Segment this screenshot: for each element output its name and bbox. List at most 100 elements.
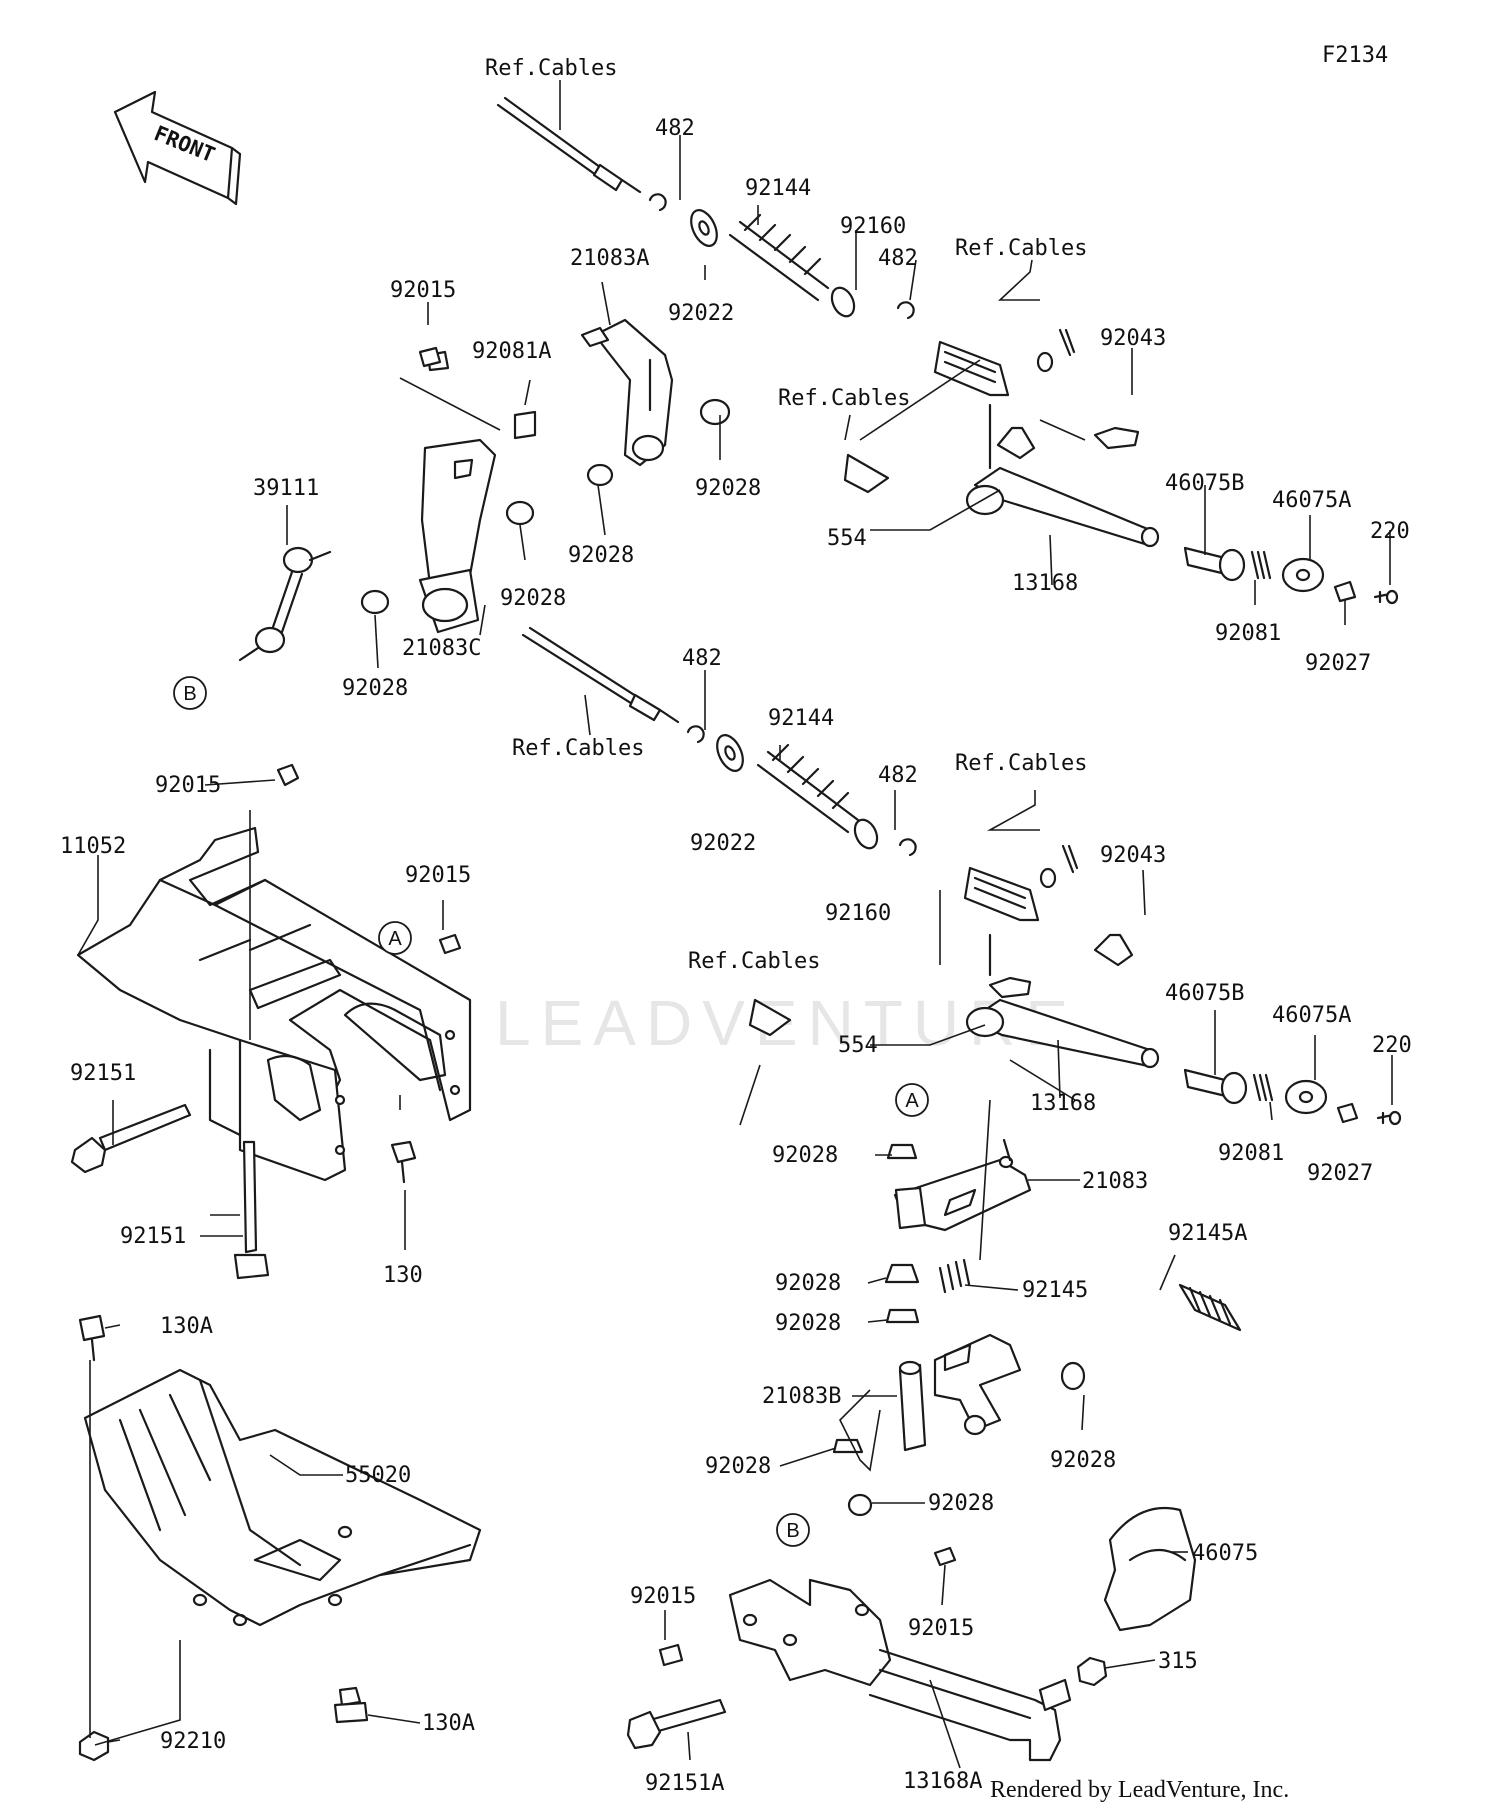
callout-92151a: 92151A (645, 1771, 724, 1796)
callout-92028: 92028 (705, 1454, 771, 1479)
lever-21083a (360, 318, 731, 634)
callout-92081: 92081 (1218, 1141, 1284, 1166)
callout-92015: 92015 (390, 278, 456, 303)
callout-554: 554 (838, 1033, 878, 1058)
callout-220: 220 (1372, 1033, 1412, 1058)
nut-92015 (276, 346, 462, 955)
callout-130: 130 (383, 1263, 423, 1288)
callout-21083b: 21083B (762, 1384, 841, 1409)
bolt-130a-bottom (333, 1686, 369, 1724)
callout-92043: 92043 (1100, 326, 1166, 351)
callout-ref-cables: Ref.Cables (688, 949, 820, 974)
bolt-92151-horizontal (70, 1103, 192, 1174)
callout-92151: 92151 (120, 1224, 186, 1249)
callout-92028: 92028 (500, 586, 566, 611)
callout-92028: 92028 (775, 1271, 841, 1296)
callout-92015: 92015 (405, 863, 471, 888)
ref-marker-b: B (173, 676, 207, 710)
callout-92022: 92022 (668, 301, 734, 326)
callout-482: 482 (878, 763, 918, 788)
ref-marker-a: A (378, 921, 412, 955)
callout-92015: 92015 (908, 1616, 974, 1641)
callout-92210: 92210 (160, 1729, 226, 1754)
callout-46075a: 46075A (1272, 488, 1351, 513)
callout-92151: 92151 (70, 1061, 136, 1086)
callout-92043: 92043 (1100, 843, 1166, 868)
bolt-130a-top (78, 1314, 106, 1362)
callout-46075a: 46075A (1272, 1003, 1351, 1028)
callout-315: 315 (1158, 1649, 1198, 1674)
callout-482: 482 (682, 646, 722, 671)
callout-39111: 39111 (253, 476, 319, 501)
lever-21083 (893, 1138, 1032, 1232)
figure-code: F2134 (1322, 43, 1388, 68)
callout-46075b: 46075B (1165, 981, 1244, 1006)
callout-21083: 21083 (1082, 1169, 1148, 1194)
callout-482: 482 (878, 246, 918, 271)
callout-130a: 130A (422, 1711, 475, 1736)
svg-text:B: B (786, 1520, 799, 1542)
callout-46075: 46075 (1192, 1541, 1258, 1566)
callout-92028: 92028 (342, 676, 408, 701)
nut-92015-lower (658, 1546, 957, 1667)
callout-92144: 92144 (768, 706, 834, 731)
bolt-92151-vertical (233, 1140, 270, 1280)
ref-marker-b: B (776, 1513, 810, 1547)
nut-315 (1076, 1656, 1108, 1687)
callout-ref-cables: Ref.Cables (778, 386, 910, 411)
callout-21083c: 21083C (402, 636, 481, 661)
callout-92015: 92015 (630, 1584, 696, 1609)
callout-92028: 92028 (568, 543, 634, 568)
spring-92145 (938, 1258, 971, 1294)
callout-92027: 92027 (1307, 1161, 1373, 1186)
bolt-92151a (626, 1698, 727, 1750)
callout-92027: 92027 (1305, 651, 1371, 676)
callout-92145a: 92145A (1168, 1221, 1247, 1246)
link-rod-39111 (238, 546, 332, 662)
leader-lines (77, 80, 1393, 1769)
callout-ref-cables: Ref.Cables (955, 751, 1087, 776)
callout-labels: Ref.Cables 482 92144 92160 482 Ref.Cable… (60, 56, 1412, 1796)
svg-text:A: A (905, 1090, 919, 1112)
skid-plate-55020 (83, 1368, 482, 1627)
callout-92028: 92028 (775, 1311, 841, 1336)
callout-92160: 92160 (825, 901, 891, 926)
callout-92028: 92028 (772, 1143, 838, 1168)
callout-92028: 92028 (1050, 1448, 1116, 1473)
front-arrow-icon: FRONT (113, 90, 242, 206)
bushings-92028 (832, 1143, 1086, 1517)
callout-220: 220 (1370, 519, 1410, 544)
svg-text:B: B (183, 683, 196, 705)
upper-cable-assembly (496, 96, 1399, 605)
callout-130a: 130A (160, 1314, 213, 1339)
callout-92022: 92022 (690, 831, 756, 856)
callout-55020: 55020 (345, 1463, 411, 1488)
callout-13168a: 13168A (903, 1769, 982, 1794)
spring-92145a (1178, 1283, 1242, 1332)
svg-text:A: A (388, 928, 402, 950)
pedal-13168a (728, 1578, 1072, 1762)
callout-ref-cables: Ref.Cables (512, 736, 644, 761)
callout-ref-cables: Ref.Cables (485, 56, 617, 81)
reference-markers: B A A B (173, 676, 929, 1547)
callout-482: 482 (655, 116, 695, 141)
callout-13168: 13168 (1030, 1091, 1096, 1116)
callout-11052: 11052 (60, 834, 126, 859)
callout-92145: 92145 (1022, 1278, 1088, 1303)
callout-92144: 92144 (745, 176, 811, 201)
callout-21083a: 21083A (570, 246, 649, 271)
callout-92160: 92160 (840, 214, 906, 239)
nut-92210 (78, 1730, 110, 1762)
callout-13168: 13168 (1012, 571, 1078, 596)
callout-92015: 92015 (155, 773, 221, 798)
callout-92081a: 92081A (472, 339, 551, 364)
credit-text: Rendered by LeadVenture, Inc. (990, 1777, 1289, 1803)
frame-11052 (76, 826, 472, 1182)
ref-marker-a: A (895, 1083, 929, 1117)
callout-92081: 92081 (1215, 621, 1281, 646)
lever-21083b (898, 1333, 1022, 1452)
callout-ref-cables: Ref.Cables (955, 236, 1087, 261)
lower-cable-assembly (521, 626, 1402, 1126)
callout-92028: 92028 (695, 476, 761, 501)
